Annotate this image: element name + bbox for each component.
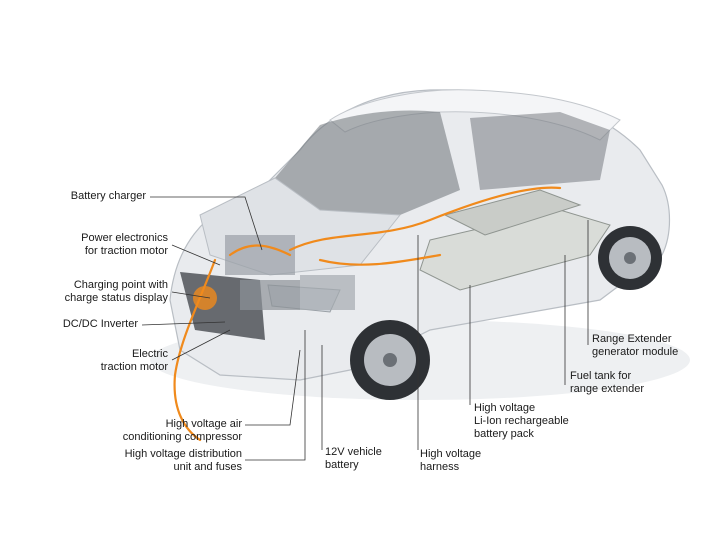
label-charging-point: Charging point with charge status displa…: [64, 279, 168, 304]
label-battery-charger: Battery charger: [70, 190, 146, 202]
label-distribution-unit: High voltage distribution unit and fuses: [124, 448, 242, 473]
label-12v-battery: 12V vehicle battery: [325, 446, 382, 471]
high-voltage-cables: [173, 186, 562, 442]
front-wheel: [350, 320, 430, 400]
label-electric-traction-motor: Electric traction motor: [100, 348, 168, 373]
label-ac-compressor: High voltage air conditioning compressor: [122, 418, 242, 443]
label-range-extender: Range Extender generator module: [592, 333, 679, 358]
rear-wheel: [598, 226, 662, 290]
label-fuel-tank: Fuel tank for range extender: [570, 370, 644, 395]
leader-lines: [141, 196, 589, 461]
side-window: [470, 112, 610, 190]
engine-bay-components: [193, 235, 355, 310]
battery-pack-illustration: [419, 189, 611, 291]
windshield: [275, 110, 460, 215]
label-dcdc-inverter: DC/DC Inverter: [62, 318, 138, 330]
label-battery-pack: High voltage Li-Ion rechargeable battery…: [474, 402, 569, 440]
label-power-electronics: Power electronics for traction motor: [81, 232, 168, 257]
label-hv-harness: High voltage harness: [420, 448, 482, 473]
